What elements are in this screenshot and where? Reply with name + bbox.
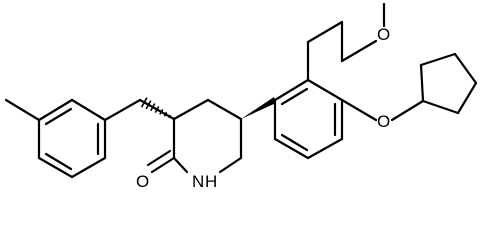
structure-canvas: O N H O O xyxy=(4,2,478,191)
carbonyl-oxygen-label: O xyxy=(136,172,149,191)
ether-oxygen-label: O xyxy=(377,112,390,131)
hash-line xyxy=(145,100,152,110)
benzyl-ch2-bond xyxy=(103,98,142,122)
stereo-wedge-bond xyxy=(241,97,276,119)
hash-line xyxy=(163,111,168,117)
amide-nitrogen-label: N xyxy=(192,172,204,191)
hash-line xyxy=(159,108,164,115)
tolyl-methyl-bond xyxy=(4,98,41,122)
carbonyl-bond-1 xyxy=(150,156,176,174)
aryl-ring xyxy=(273,78,344,160)
ether-bond-1 xyxy=(340,98,378,122)
carbonyl-bond-2 xyxy=(146,149,172,167)
ether-bond-2 xyxy=(390,99,425,122)
stereo-hash-bond xyxy=(140,97,172,119)
hash-line xyxy=(168,114,172,119)
methoxy-bond-1 xyxy=(340,39,378,63)
hash-line xyxy=(154,106,160,113)
hash-line xyxy=(150,103,156,112)
aryl-top-bond-2 xyxy=(306,20,344,44)
tolyl-ring xyxy=(37,98,107,179)
methoxy-oxygen-label: O xyxy=(377,25,390,44)
piperidinone-ring xyxy=(172,98,243,174)
cyclopentyl-ring xyxy=(419,52,478,115)
chemical-structure-diagram: O N H O O xyxy=(4,2,478,191)
hash-line xyxy=(140,97,148,108)
amide-hydrogen-label: H xyxy=(205,172,217,191)
